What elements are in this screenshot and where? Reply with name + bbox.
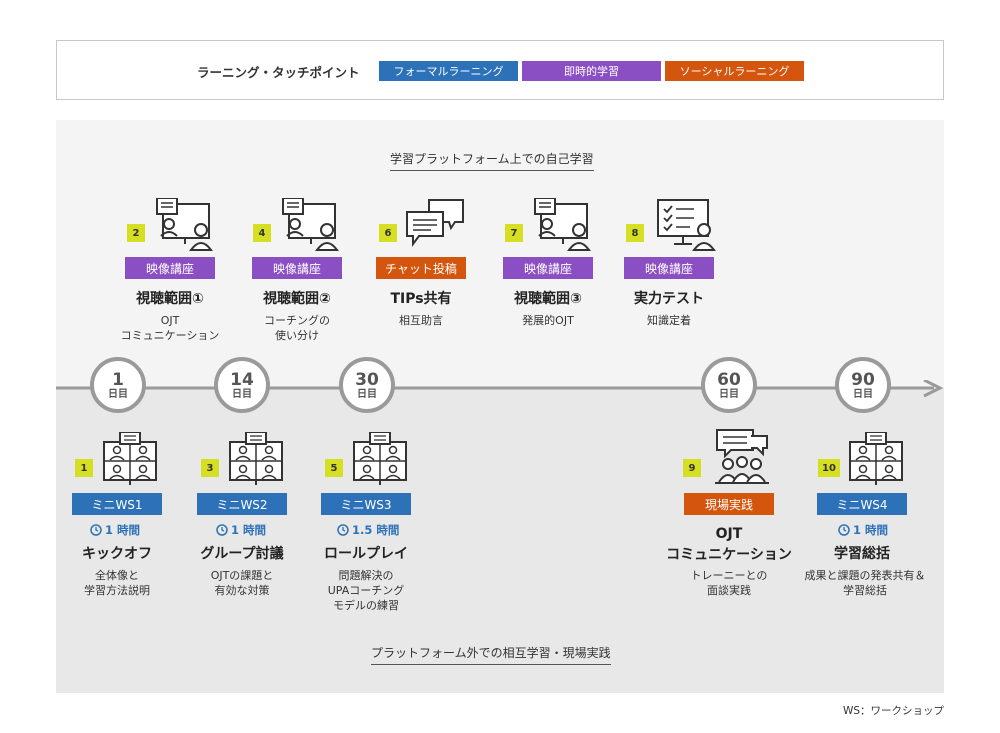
duration: 1 時間	[216, 522, 266, 538]
duration-text: 1 時間	[853, 523, 889, 537]
item-title: コミュニケーション	[666, 547, 792, 563]
group-video-call-icon	[849, 432, 903, 485]
item-desc: 知識定着	[647, 314, 691, 327]
milestone-number: 60	[717, 369, 741, 390]
step-badge: 10	[818, 459, 840, 477]
duration-text: 1 時間	[231, 523, 267, 537]
duration: 1 時間	[838, 522, 888, 538]
offline-learning-panel	[56, 388, 944, 693]
clock-icon	[216, 524, 228, 536]
item-desc: UPAコーチング	[327, 584, 405, 597]
item-title: グループ討議	[200, 546, 284, 562]
tag-video-lecture: 映像講座	[503, 257, 593, 279]
clock-icon	[337, 524, 349, 536]
milestone-number: 14	[230, 369, 254, 390]
duration: 1.5 時間	[337, 522, 399, 538]
legend-chip-instant: 即時的学習	[522, 61, 661, 81]
item-desc: OJTの課題と	[210, 569, 274, 582]
step-badge: 4	[253, 224, 271, 242]
milestone-day-60: 60 日目	[701, 357, 757, 413]
group-video-call-icon	[229, 432, 283, 485]
item-desc: 学習方法説明	[84, 584, 150, 597]
video-lecture-icon	[156, 198, 213, 251]
tag-video-lecture: 映像講座	[252, 257, 342, 279]
legend-title: ラーニング・タッチポイント	[197, 65, 360, 80]
item-title: 実力テスト	[634, 291, 704, 307]
step-badge: 3	[201, 459, 219, 477]
milestone-unit: 日目	[232, 388, 252, 400]
milestone-number: 30	[355, 369, 379, 390]
timeline-arrow	[56, 380, 944, 398]
footnote: WS：ワークショップ	[842, 705, 944, 717]
tag-mini-ws: ミニWS4	[817, 493, 907, 515]
tag-mini-ws: ミニWS2	[197, 493, 287, 515]
section-label-offline: プラットフォーム外での相互学習・現場実践	[371, 644, 611, 665]
milestone-unit: 日目	[853, 388, 873, 400]
clock-icon	[838, 524, 850, 536]
item-title: キックオフ	[82, 546, 152, 562]
checklist-monitor-icon	[657, 199, 716, 251]
item-desc: 使い分け	[275, 329, 319, 342]
tag-field-practice: 現場実践	[684, 493, 774, 515]
duration-text: 1 時間	[105, 523, 141, 537]
tag-chat-post: チャット投稿	[376, 257, 466, 279]
item-desc: コミュニケーション	[120, 329, 220, 342]
video-lecture-icon	[282, 198, 339, 251]
duration-text: 1.5 時間	[352, 523, 400, 537]
milestone-day-14: 14 日目	[214, 357, 270, 413]
step-badge: 7	[505, 224, 523, 242]
online-learning-panel	[56, 120, 944, 388]
milestone-day-30: 30 日目	[339, 357, 395, 413]
item-desc: 成果と課題の発表共有＆	[804, 569, 926, 582]
item-title: TIPs共有	[390, 291, 452, 307]
tag-mini-ws: ミニWS1	[72, 493, 162, 515]
section-label-online: 学習プラットフォーム上での自己学習	[390, 150, 594, 171]
step-badge: 9	[683, 459, 701, 477]
item-title: 視聴範囲②	[263, 291, 331, 307]
milestone-unit: 日目	[719, 388, 739, 400]
milestone-unit: 日目	[108, 388, 128, 400]
milestone-unit: 日目	[357, 388, 377, 400]
item-desc: 発展的OJT	[522, 314, 574, 327]
step-badge: 6	[379, 224, 397, 242]
legend-chip-formal: フォーマルラーニング	[379, 61, 518, 81]
item-desc: コーチングの	[264, 314, 330, 327]
meeting-people-icon	[715, 429, 769, 484]
item-desc: 学習総括	[843, 584, 887, 597]
item-desc: 全体像と	[95, 569, 139, 582]
item-title: ロールプレイ	[324, 546, 408, 562]
legend-chip-social: ソーシャルラーニング	[665, 61, 804, 81]
tag-video-lecture: 映像講座	[125, 257, 215, 279]
item-desc: 面談実践	[707, 584, 751, 597]
group-video-call-icon	[103, 432, 157, 485]
step-badge: 8	[626, 224, 644, 242]
chat-bubbles-icon	[406, 199, 464, 247]
item-desc: 有効な対策	[214, 584, 270, 597]
milestone-day-90: 90 日目	[835, 357, 891, 413]
item-desc: 問題解決の	[338, 569, 394, 582]
tag-video-lecture: 映像講座	[624, 257, 714, 279]
milestone-number: 90	[851, 369, 875, 390]
clock-icon	[90, 524, 102, 536]
group-video-call-icon	[353, 432, 407, 485]
milestone-day-1: 1 日目	[90, 357, 146, 413]
video-lecture-icon	[534, 198, 591, 251]
item-desc: モデルの練習	[333, 599, 399, 612]
tag-mini-ws: ミニWS3	[321, 493, 411, 515]
item-desc: トレーニーとの	[690, 569, 768, 582]
item-desc: OJT	[160, 314, 180, 327]
item-title: 視聴範囲①	[136, 291, 204, 307]
item-desc: 相互助言	[399, 314, 443, 327]
duration: 1 時間	[90, 522, 140, 538]
step-badge: 5	[325, 459, 343, 477]
legend-box: ラーニング・タッチポイント フォーマルラーニング 即時的学習 ソーシャルラーニン…	[56, 40, 944, 100]
step-badge: 2	[127, 224, 145, 242]
item-title: OJT	[715, 526, 743, 542]
item-title: 学習総括	[834, 546, 890, 562]
item-title: 視聴範囲③	[514, 291, 582, 307]
milestone-number: 1	[112, 369, 124, 390]
step-badge: 1	[75, 459, 93, 477]
